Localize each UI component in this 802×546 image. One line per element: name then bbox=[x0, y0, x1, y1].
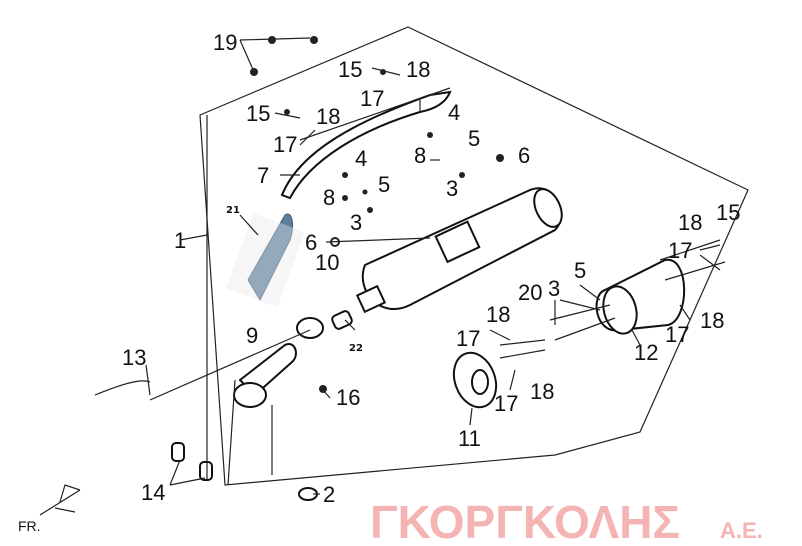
callout-18: 18 bbox=[406, 57, 430, 82]
cap-part bbox=[199, 461, 213, 481]
callout-17: 17 bbox=[273, 132, 297, 157]
callout-22: 22 bbox=[349, 343, 363, 354]
callout-9: 9 bbox=[246, 323, 258, 348]
callout-4: 4 bbox=[355, 146, 367, 171]
callout-labels: 19 15 18 17 15 18 17 4 5 8 6 3 7 4 8 5 3… bbox=[122, 30, 740, 507]
callout-17: 17 bbox=[665, 322, 689, 347]
callout-12: 12 bbox=[634, 340, 658, 365]
leader-lines bbox=[145, 37, 726, 495]
callout-10: 10 bbox=[315, 250, 339, 275]
callout-18: 18 bbox=[678, 210, 702, 235]
sensor-cable-part bbox=[94, 380, 151, 396]
callout-6: 6 bbox=[305, 230, 317, 255]
callout-15: 15 bbox=[246, 101, 270, 126]
callout-19: 19 bbox=[213, 30, 237, 55]
clamp-part bbox=[296, 317, 324, 339]
watermark-suffix: A.E. bbox=[720, 518, 763, 543]
callout-3: 3 bbox=[548, 276, 560, 301]
watermark-text: ΓΚΟΡΓΚΟΛΗΣ bbox=[370, 496, 680, 546]
callout-21: 21 bbox=[226, 205, 240, 216]
callout-8: 8 bbox=[323, 185, 335, 210]
callout-5: 5 bbox=[574, 258, 586, 283]
callout-4: 4 bbox=[448, 100, 460, 125]
watermark: ΓΚΟΡΓΚΟΛΗΣ A.E. bbox=[370, 496, 763, 546]
callout-1: 1 bbox=[174, 228, 186, 253]
callout-2: 2 bbox=[323, 482, 335, 507]
callout-5: 5 bbox=[468, 126, 480, 151]
callout-16: 16 bbox=[336, 385, 360, 410]
callout-18: 18 bbox=[486, 302, 510, 327]
callout-6: 6 bbox=[518, 143, 530, 168]
muffler-part bbox=[355, 187, 563, 314]
callout-13: 13 bbox=[122, 345, 146, 370]
cap-part bbox=[171, 442, 185, 462]
callout-8: 8 bbox=[414, 143, 426, 168]
callout-17: 17 bbox=[456, 326, 480, 351]
exhaust-pipe-part bbox=[238, 343, 297, 397]
callout-15: 15 bbox=[338, 57, 362, 82]
heat-guard-photo bbox=[247, 213, 293, 302]
callout-20: 20 bbox=[518, 280, 542, 305]
front-direction-indicator: FR. bbox=[18, 484, 81, 534]
callout-15: 15 bbox=[716, 200, 740, 225]
gasket-part bbox=[331, 310, 353, 330]
direction-label: FR. bbox=[18, 518, 41, 534]
callout-18: 18 bbox=[530, 379, 554, 404]
callout-18: 18 bbox=[700, 308, 724, 333]
callout-3: 3 bbox=[446, 176, 458, 201]
callout-7: 7 bbox=[257, 163, 269, 188]
callout-11: 11 bbox=[458, 426, 481, 451]
heat-shield-part bbox=[280, 90, 452, 200]
callout-3: 3 bbox=[350, 210, 362, 235]
callout-17: 17 bbox=[668, 238, 692, 263]
assembly-outline bbox=[199, 26, 749, 486]
callout-14: 14 bbox=[141, 480, 165, 505]
callout-18: 18 bbox=[316, 104, 340, 129]
callout-5: 5 bbox=[378, 172, 390, 197]
callout-17: 17 bbox=[494, 391, 518, 416]
callout-17: 17 bbox=[360, 86, 384, 111]
